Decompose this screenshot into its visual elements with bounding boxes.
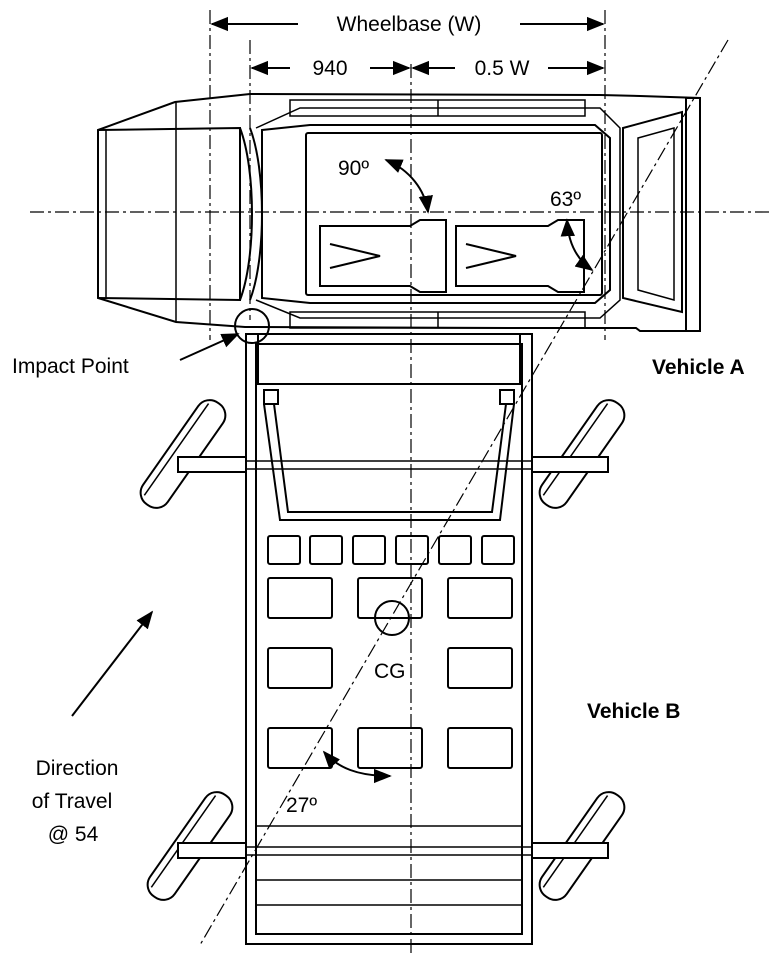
angle-90-arc [384,159,433,214]
vehicle-b-front-left-wheel [139,399,227,509]
direction-of-travel-arrow [71,610,154,717]
impact-point-label: Impact Point [12,355,129,378]
impact-point-leader [179,333,240,361]
dimension-940-label: 940 [312,57,347,80]
cg-label: CG [374,660,406,683]
direction-label-line3: @ 54 [48,823,99,846]
impact-point-marker [234,308,270,344]
vehicle-b-body [139,333,626,945]
angle-90-label: 90º [338,157,369,180]
direction-label-line2: of Travel [32,790,113,813]
vehicle-a-label: Vehicle A [652,356,745,379]
direction-label-line1: Direction [36,757,119,780]
angle-63-arc [560,218,594,272]
angle-63-label: 63º [550,188,581,211]
vehicle-b-label: Vehicle B [587,700,680,723]
angle-27-label: 27º [286,794,317,817]
dimension-half-wheelbase-label: 0.5 W [475,57,530,80]
vehicle-b-front-right-wheel [538,399,626,509]
wheelbase-label: Wheelbase (W) [337,13,482,36]
dimension-arrows [210,16,605,76]
cg-marker [374,600,410,636]
angle-27-arc [322,750,392,784]
